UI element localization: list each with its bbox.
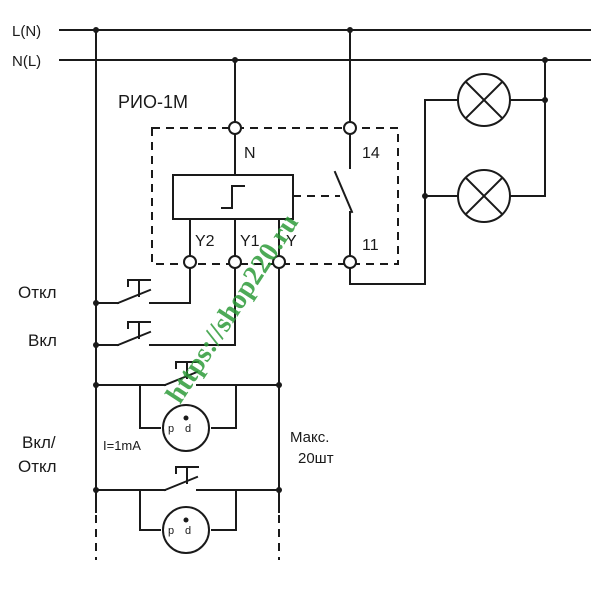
terminal-y1-label: Y1 (240, 233, 260, 250)
off-btn-actuator (127, 279, 151, 297)
coil-symbol (221, 185, 245, 209)
junction-n (232, 57, 238, 63)
t2-indicator-p: p (168, 525, 174, 537)
t2-indicator-d: d (185, 525, 191, 537)
t1-led-wire-left (139, 384, 161, 429)
terminal-11 (343, 255, 357, 269)
terminal-y2-label: Y2 (195, 233, 215, 250)
toggle-label-line1: Вкл/ (22, 433, 56, 452)
off-label: Откл (18, 283, 57, 302)
terminal-11-label: 11 (362, 237, 379, 254)
t2-led-wire-left (139, 489, 161, 531)
terminal-n-label: N (244, 145, 256, 162)
terminal-y-label: Y (286, 233, 297, 250)
t2-actuator (175, 466, 199, 484)
t2-led-wire-right (211, 489, 237, 531)
t2-contact (163, 475, 199, 492)
l-line-label: L(N) (12, 23, 41, 40)
terminal-14-label: 14 (362, 145, 380, 162)
off-btn-contact (116, 288, 152, 305)
junction-left-bus (93, 27, 99, 33)
watermark: https://shop220.ru (160, 209, 305, 409)
on-label: Вкл (28, 331, 57, 350)
t1-indicator (162, 404, 210, 452)
max-note-line2: 20шт (298, 450, 334, 467)
t1-indicator-d: d (185, 423, 191, 435)
lamp-1-cross-b (464, 80, 504, 120)
t2-indicator (162, 506, 210, 554)
relay-contact (333, 170, 354, 214)
junction-lamp-n (542, 57, 548, 63)
current-label: I=1mA (103, 438, 141, 453)
on-btn-actuator (127, 321, 151, 339)
output-wire (349, 99, 459, 285)
on-btn-contact (116, 330, 152, 347)
terminal-y2 (183, 255, 197, 269)
device-title: РИО-1М (118, 92, 188, 112)
junction-l (347, 27, 353, 33)
junction-lamp1 (542, 97, 548, 103)
max-note-line1: Макс. (290, 429, 329, 446)
terminal-y1 (228, 255, 242, 269)
t1-indicator-p: p (168, 423, 174, 435)
n-line-label: N(L) (12, 53, 41, 70)
t1-led-wire-right (211, 384, 237, 429)
t1-indicator-pin (183, 415, 189, 421)
terminal-n (228, 121, 242, 135)
toggle-label-line2: Откл (18, 457, 57, 476)
terminal-14 (343, 121, 357, 135)
t1-contact (163, 370, 199, 387)
lamp-2-cross-b (464, 176, 504, 216)
junction-lamp-out (422, 193, 428, 199)
t1-actuator (175, 361, 199, 379)
t2-indicator-pin (183, 517, 189, 523)
